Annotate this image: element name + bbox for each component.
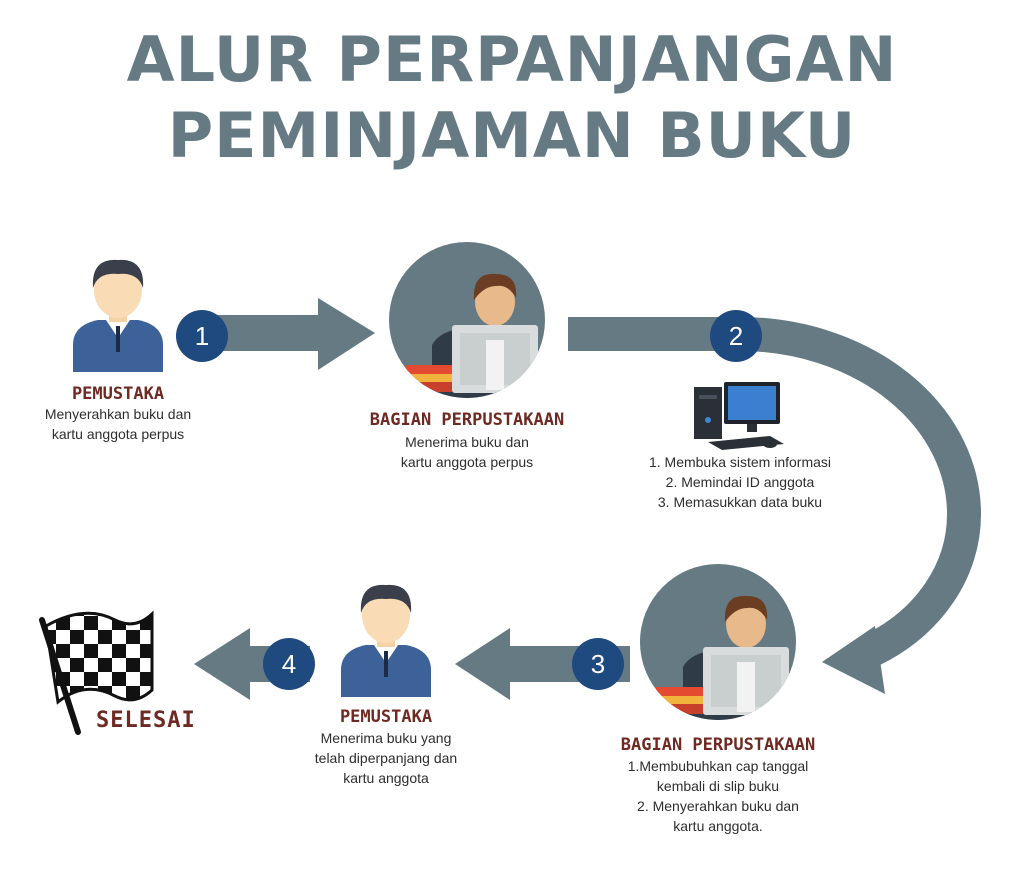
node-label-pemustaka-end: PEMUSTAKA [339, 707, 433, 727]
desc-line: kartu anggota perpus [400, 454, 534, 470]
node-label-pemustaka-start: PEMUSTAKA [71, 384, 165, 404]
title-line-2: PEMINJAMAN BUKU [167, 99, 857, 172]
computer-icon [694, 382, 784, 450]
page-title: ALUR PERPANJANGAN PEMINJAMAN BUKU [0, 22, 1024, 174]
checkered-flag-icon [39, 610, 154, 735]
node-desc-perpustakaan-stamp: 1.Membubuhkan cap tanggal kembali di sli… [588, 756, 848, 836]
node-desc-perpustakaan-receive: Menerima buku dan kartu anggota perpus [337, 432, 597, 472]
node-desc-pemustaka-start: Menyerahkan buku dan kartu anggota perpu… [18, 404, 218, 444]
desc-line: Menyerahkan buku dan [44, 406, 192, 422]
desc-line: kembali di slip buku [656, 778, 780, 794]
step-number-2: 2 [710, 310, 762, 362]
arrow-step-2 [568, 317, 982, 694]
desc-line: 2. Memindai ID anggota [665, 474, 815, 490]
desc-line: Menerima buku dan [405, 434, 529, 450]
person-icon [73, 259, 163, 372]
step-number-1: 1 [176, 310, 228, 362]
step-number-3: 3 [572, 638, 624, 690]
title-line-1: ALUR PERPANJANGAN [126, 23, 898, 96]
desc-line: 3. Memasukkan data buku [657, 494, 823, 510]
finish-label: SELESAI [96, 708, 196, 733]
librarian-icon [389, 242, 545, 398]
node-desc-computer-process: 1. Membuka sistem informasi 2. Memindai … [620, 452, 860, 512]
desc-line: 1. Membuka sistem informasi [648, 454, 832, 470]
desc-line: telah diperpanjang dan [314, 750, 458, 766]
desc-line: 2. Menyerahkan buku dan [637, 798, 799, 814]
desc-line: kartu anggota [343, 770, 429, 786]
node-label-perpustakaan-stamp: BAGIAN PERPUSTAKAAN [620, 735, 816, 755]
node-desc-pemustaka-end: Menerima buku yang telah diperpanjang da… [286, 728, 486, 788]
desc-line: 1.Membubuhkan cap tanggal [627, 758, 809, 774]
librarian-icon [640, 564, 796, 720]
desc-line: Menerima buku yang [320, 730, 452, 746]
person-icon [341, 584, 431, 697]
desc-line: kartu anggota perpus [51, 426, 185, 442]
node-label-perpustakaan-receive: BAGIAN PERPUSTAKAAN [369, 410, 565, 430]
step-number-4: 4 [263, 638, 315, 690]
desc-line: kartu anggota. [673, 818, 763, 834]
